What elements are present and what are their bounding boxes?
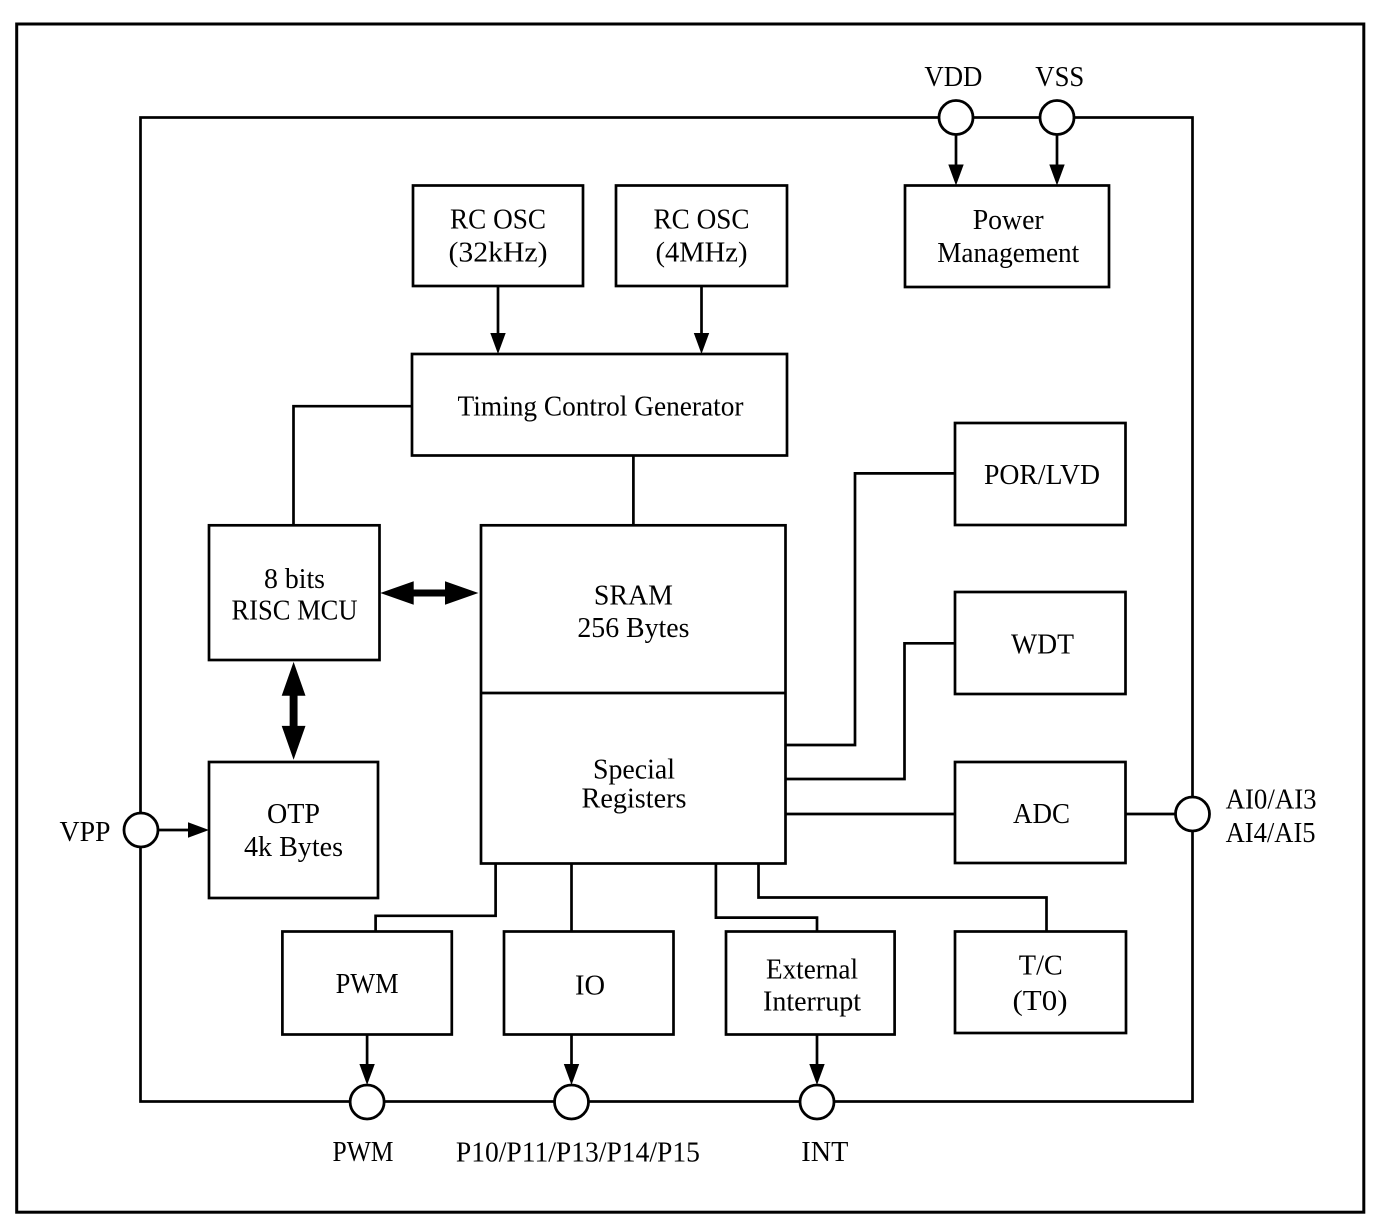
svg-text:SRAM: SRAM [594, 581, 673, 612]
svg-text:PWM: PWM [336, 969, 399, 1000]
svg-text:VSS: VSS [1035, 62, 1084, 93]
svg-text:AI4/AI5: AI4/AI5 [1226, 818, 1316, 849]
svg-text:OTP: OTP [267, 799, 320, 830]
svg-text:PWM: PWM [333, 1137, 394, 1168]
svg-text:ADC: ADC [1013, 799, 1070, 830]
svg-text:Special: Special [593, 755, 675, 786]
svg-text:Registers: Registers [582, 784, 687, 815]
svg-text:RISC MCU: RISC MCU [232, 596, 358, 627]
svg-text:P10/P11/P13/P14/P15: P10/P11/P13/P14/P15 [456, 1137, 700, 1168]
svg-text:8 bits: 8 bits [264, 564, 325, 595]
svg-text:256 Bytes: 256 Bytes [577, 613, 689, 644]
svg-text:INT: INT [801, 1137, 848, 1168]
svg-text:VDD: VDD [924, 62, 982, 93]
svg-text:WDT: WDT [1011, 629, 1074, 660]
svg-text:IO: IO [575, 971, 605, 1002]
svg-text:RC OSC: RC OSC [450, 204, 546, 235]
svg-text:(T0): (T0) [1013, 986, 1068, 1017]
svg-text:4k Bytes: 4k Bytes [244, 832, 343, 863]
svg-text:External: External [766, 955, 858, 986]
svg-text:(32kHz): (32kHz) [449, 238, 548, 269]
svg-text:RC OSC: RC OSC [654, 204, 750, 235]
svg-text:VPP: VPP [60, 817, 111, 848]
svg-text:T/C: T/C [1019, 951, 1063, 982]
svg-text:Power: Power [973, 205, 1044, 236]
svg-text:AI0/AI3: AI0/AI3 [1226, 785, 1317, 816]
svg-text:(4MHz): (4MHz) [656, 238, 748, 269]
svg-text:Interrupt: Interrupt [763, 987, 861, 1018]
svg-text:Timing Control Generator: Timing Control Generator [458, 392, 744, 423]
svg-text:POR/LVD: POR/LVD [984, 460, 1100, 491]
svg-text:Management: Management [937, 238, 1079, 269]
